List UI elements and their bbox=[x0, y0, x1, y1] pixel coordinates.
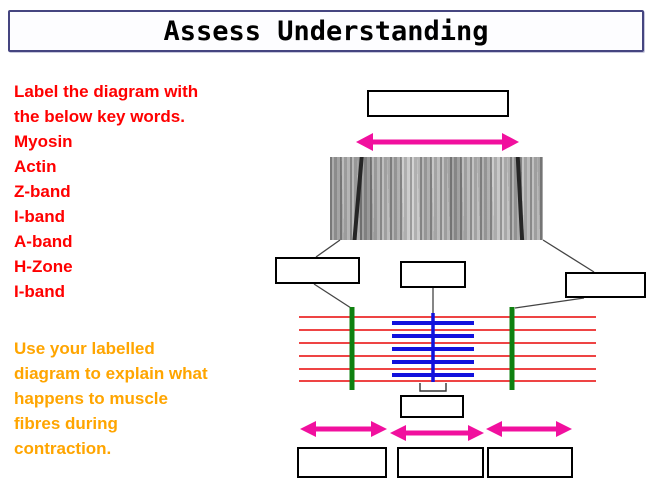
label-box-middle-right[interactable] bbox=[565, 272, 646, 298]
muscle-micrograph-image bbox=[330, 157, 543, 240]
keyword-a-band: A-band bbox=[14, 232, 73, 251]
keyword-actin: Actin bbox=[14, 157, 57, 176]
i-band-arrow-left-icon bbox=[300, 421, 387, 437]
z-band-lines bbox=[349, 307, 515, 390]
actin-filament-lines bbox=[299, 316, 596, 382]
label-box-middle-left[interactable] bbox=[275, 257, 360, 284]
label-box-bottom-right[interactable] bbox=[487, 447, 573, 478]
label-box-bottom-left[interactable] bbox=[297, 447, 387, 478]
title-bar: Assess Understanding bbox=[8, 10, 644, 52]
keyword-i-band-1: I-band bbox=[14, 207, 65, 226]
sarcomere-width-arrow-icon bbox=[356, 133, 519, 151]
keyword-h-zone: H-Zone bbox=[14, 257, 73, 276]
slide-title: Assess Understanding bbox=[163, 15, 489, 47]
keyword-z-band: Z-band bbox=[14, 182, 71, 201]
label-box-middle-center[interactable] bbox=[400, 261, 466, 288]
a-band-arrow-center-icon bbox=[390, 425, 484, 441]
h-zone-bracket-icon bbox=[419, 383, 447, 392]
myosin-filament-lines bbox=[392, 313, 474, 382]
i-band-arrow-right-icon bbox=[486, 421, 572, 437]
label-instructions: Label the diagram with the below key wor… bbox=[14, 79, 274, 304]
explain-instructions: Use your labelled diagram to explain wha… bbox=[14, 339, 208, 458]
label-box-bottom-center[interactable] bbox=[397, 447, 484, 478]
micrograph-z-line-right bbox=[515, 157, 525, 240]
label-box-h-zone[interactable] bbox=[400, 395, 464, 418]
label-box-top[interactable] bbox=[367, 90, 509, 117]
keyword-myosin: Myosin bbox=[14, 132, 73, 151]
label-task-text: Label the diagram with the below key wor… bbox=[14, 82, 199, 126]
micrograph-z-line-left bbox=[351, 157, 365, 240]
keyword-i-band-2: I-band bbox=[14, 282, 65, 301]
